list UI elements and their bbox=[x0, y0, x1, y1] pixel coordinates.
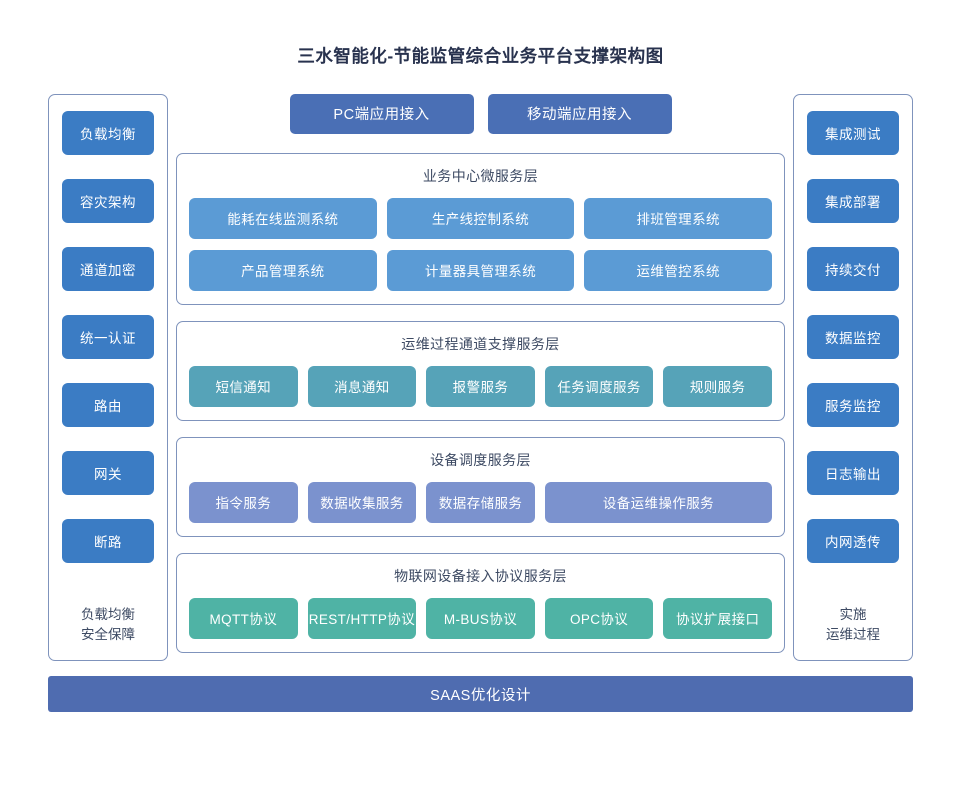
layer-title-business: 业务中心微服务层 bbox=[422, 167, 539, 184]
device-scheduling-chip-row: 指令服务 数据收集服务 数据存储服务 设备运维操作服务 bbox=[189, 481, 772, 523]
chip-opc-protocol[interactable]: OPC协议 bbox=[544, 597, 654, 639]
access-button-pc[interactable]: PC端应用接入 bbox=[289, 93, 474, 134]
right-caption-line-1: 实施 bbox=[839, 606, 867, 622]
business-chip-row-1: 能耗在线监测系统 生产线控制系统 排班管理系统 bbox=[189, 197, 773, 239]
layer-title-ops-channel: 运维过程通道支撑服务层 bbox=[401, 335, 560, 352]
layer-title-iot-protocol: 物联网设备接入协议服务层 bbox=[394, 567, 567, 584]
right-chip-data-monitoring[interactable]: 数据监控 bbox=[807, 314, 899, 359]
saas-optimization-bar: SAAS优化设计 bbox=[48, 676, 913, 713]
chip-data-storage-service[interactable]: 数据存储服务 bbox=[426, 481, 535, 523]
chip-metering-instrument-management-system[interactable]: 计量器具管理系统 bbox=[386, 249, 575, 291]
layer-title-device-scheduling: 设备调度服务层 bbox=[430, 451, 531, 468]
chip-product-management-system[interactable]: 产品管理系统 bbox=[189, 249, 377, 291]
chip-task-scheduling-service[interactable]: 任务调度服务 bbox=[544, 365, 654, 407]
chip-alarm-service[interactable]: 报警服务 bbox=[426, 365, 535, 407]
left-chip-routing[interactable]: 路由 bbox=[62, 382, 154, 427]
chip-shift-management-system[interactable]: 排班管理系统 bbox=[584, 197, 773, 239]
chip-data-collection-service[interactable]: 数据收集服务 bbox=[307, 481, 417, 523]
right-chip-intranet-passthrough[interactable]: 内网透传 bbox=[807, 518, 899, 563]
layer-device-scheduling: 设备调度服务层 指令服务 数据收集服务 数据存储服务 设备运维操作服务 bbox=[176, 436, 785, 537]
chip-energy-monitoring-system[interactable]: 能耗在线监测系统 bbox=[189, 197, 377, 239]
left-chip-disaster-recovery[interactable]: 容灾架构 bbox=[62, 178, 154, 223]
chip-command-service[interactable]: 指令服务 bbox=[189, 481, 298, 523]
right-caption-line-2: 运维过程 bbox=[826, 627, 880, 643]
left-caption-line-2: 安全保障 bbox=[81, 627, 135, 643]
left-support-column: 负载均衡 容灾架构 通道加密 统一认证 路由 网关 断路 负载均衡 安全保障 bbox=[48, 93, 168, 662]
left-chip-load-balance[interactable]: 负载均衡 bbox=[62, 110, 154, 155]
layer-business-microservices: 业务中心微服务层 能耗在线监测系统 生产线控制系统 排班管理系统 产品管理系统 … bbox=[176, 152, 785, 305]
left-chip-unified-auth[interactable]: 统一认证 bbox=[62, 314, 154, 359]
right-support-column: 集成测试 集成部署 持续交付 数据监控 服务监控 日志输出 内网透传 实施 运维… bbox=[793, 93, 913, 662]
chip-protocol-extension-interface[interactable]: 协议扩展接口 bbox=[663, 597, 772, 639]
left-column-caption: 负载均衡 安全保障 bbox=[81, 587, 135, 647]
left-chip-gateway[interactable]: 网关 bbox=[62, 450, 154, 495]
layer-ops-channel-support: 运维过程通道支撑服务层 短信通知 消息通知 报警服务 任务调度服务 规则服务 bbox=[176, 320, 785, 421]
right-chip-continuous-delivery[interactable]: 持续交付 bbox=[807, 246, 899, 291]
chip-mbus-protocol[interactable]: M-BUS协议 bbox=[426, 597, 535, 639]
left-caption-line-1: 负载均衡 bbox=[81, 606, 135, 622]
chip-rule-service[interactable]: 规则服务 bbox=[663, 365, 772, 407]
architecture-diagram: 负载均衡 容灾架构 通道加密 统一认证 路由 网关 断路 负载均衡 安全保障 P… bbox=[48, 93, 913, 713]
center-column: PC端应用接入 移动端应用接入 业务中心微服务层 能耗在线监测系统 生产线控制系… bbox=[176, 93, 785, 662]
right-chip-integration-deploy[interactable]: 集成部署 bbox=[807, 178, 899, 223]
right-chip-service-monitoring[interactable]: 服务监控 bbox=[807, 382, 899, 427]
left-chip-channel-encryption[interactable]: 通道加密 bbox=[62, 246, 154, 291]
chip-production-line-control-system[interactable]: 生产线控制系统 bbox=[386, 197, 575, 239]
layer-iot-protocol-access: 物联网设备接入协议服务层 MQTT协议 REST/HTTP协议 M-BUS协议 … bbox=[176, 552, 785, 653]
chip-device-ops-operation-service[interactable]: 设备运维操作服务 bbox=[544, 481, 772, 523]
chip-sms-notification[interactable]: 短信通知 bbox=[189, 365, 298, 407]
chip-ops-control-system[interactable]: 运维管控系统 bbox=[584, 249, 773, 291]
application-access-row: PC端应用接入 移动端应用接入 bbox=[176, 93, 785, 134]
iot-protocol-chip-row: MQTT协议 REST/HTTP协议 M-BUS协议 OPC协议 协议扩展接口 bbox=[189, 597, 772, 639]
page-title: 三水智能化-节能监管综合业务平台支撑架构图 bbox=[297, 46, 664, 66]
left-chip-circuit-breaker[interactable]: 断路 bbox=[62, 518, 154, 563]
chip-message-notification[interactable]: 消息通知 bbox=[307, 365, 417, 407]
chip-mqtt-protocol[interactable]: MQTT协议 bbox=[189, 597, 298, 639]
access-button-mobile[interactable]: 移动端应用接入 bbox=[487, 93, 672, 134]
diagram-columns: 负载均衡 容灾架构 通道加密 统一认证 路由 网关 断路 负载均衡 安全保障 P… bbox=[48, 93, 913, 662]
right-chip-log-output[interactable]: 日志输出 bbox=[807, 450, 899, 495]
right-chip-integration-test[interactable]: 集成测试 bbox=[807, 110, 899, 155]
ops-channel-chip-row: 短信通知 消息通知 报警服务 任务调度服务 规则服务 bbox=[189, 365, 772, 407]
business-chip-row-2: 产品管理系统 计量器具管理系统 运维管控系统 bbox=[189, 249, 773, 291]
right-column-caption: 实施 运维过程 bbox=[826, 587, 880, 647]
chip-rest-http-protocol[interactable]: REST/HTTP协议 bbox=[307, 597, 417, 639]
